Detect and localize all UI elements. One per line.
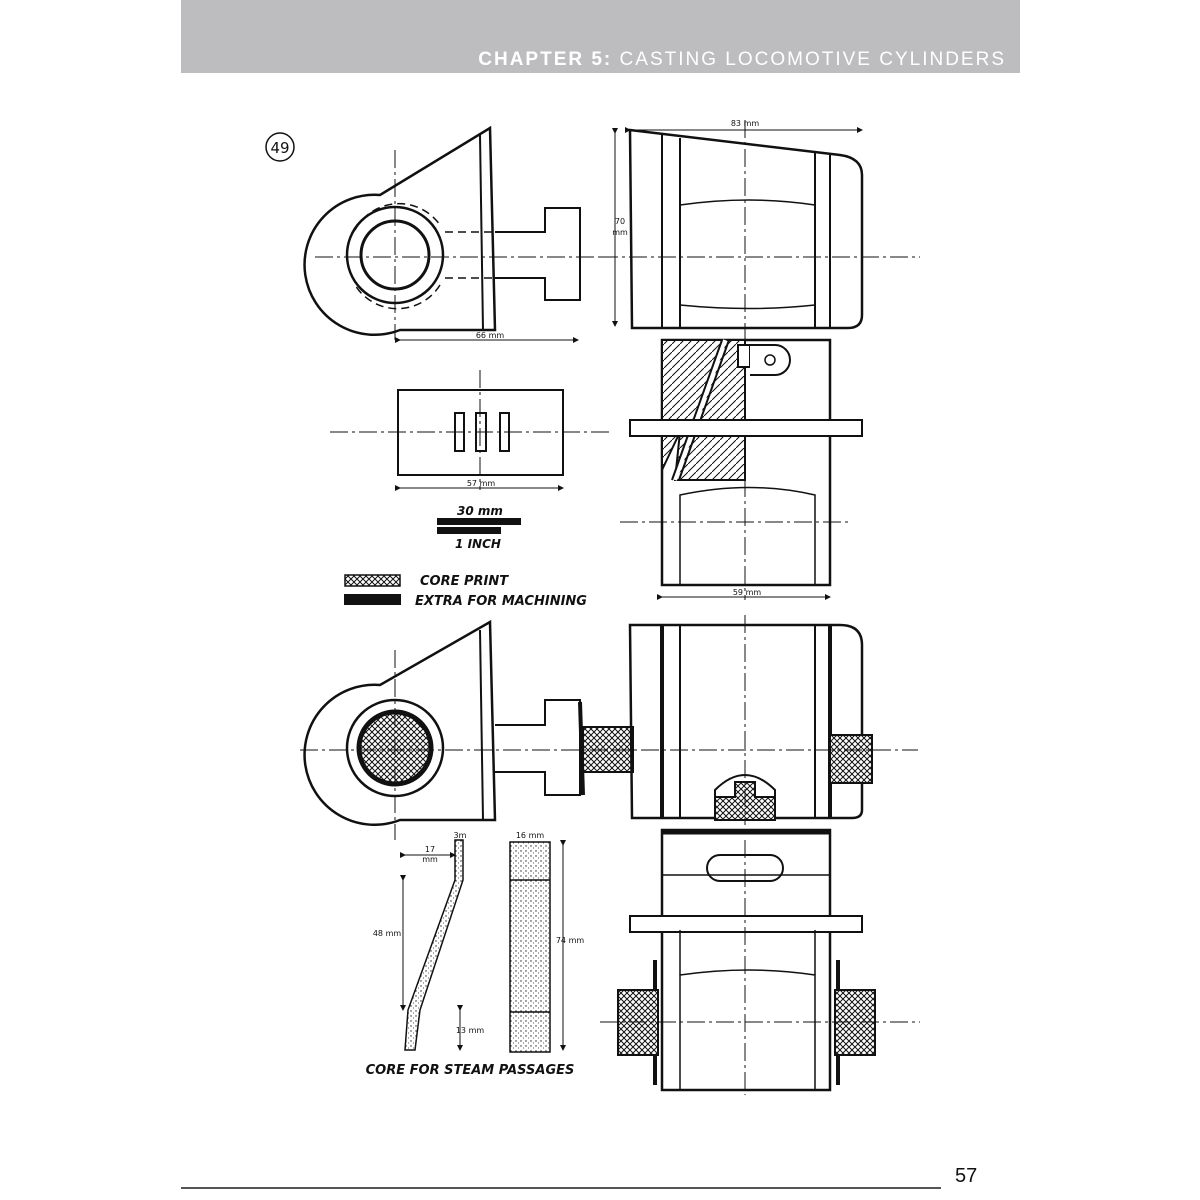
- page-number: 57: [955, 1165, 978, 1187]
- figure-number-circle: [265, 132, 295, 162]
- chapter-label: CHAPTER 5:: [478, 49, 613, 70]
- dim-plate-width: 57 mm: [467, 479, 496, 488]
- extra-machining-swatch: [344, 594, 401, 605]
- dim-core-offset-line2: mm: [422, 855, 438, 864]
- dim-core-offset-line1: 17: [425, 845, 435, 854]
- legend-extra-machining-label: EXTRA FOR MACHINING: [415, 594, 587, 609]
- dim-core-side-height: 74 mm: [556, 936, 585, 945]
- legend-core-print-label: CORE PRINT: [420, 574, 509, 589]
- dim-height-70-line1: 70: [615, 217, 625, 226]
- cylinder-end-view: [303, 125, 612, 343]
- dim-core-height: 48 mm: [373, 929, 402, 938]
- footer-rule: [181, 1187, 941, 1189]
- dim-core-top: 3m: [454, 831, 467, 840]
- sectional-view: [620, 338, 863, 600]
- scale-bar-metric: 30 mm: [457, 504, 503, 518]
- dim-core-side-width: 16 mm: [516, 831, 545, 840]
- core-print-swatch: [344, 574, 401, 587]
- figure-number: 49: [270, 139, 289, 157]
- port-face-plate: [330, 370, 612, 491]
- dim-top-width: 83 mm: [731, 119, 760, 128]
- scale-bar-imperial: 1 INCH: [455, 537, 501, 551]
- chapter-header-title: CHAPTER 5: CASTING LOCOMOTIVE CYLINDERS: [478, 49, 1006, 71]
- steam-passage-core: [400, 839, 566, 1053]
- scale-bar: [437, 518, 521, 534]
- dim-port-face-width: 59 mm: [733, 588, 762, 597]
- cylinder-side-view-cored: [612, 615, 918, 825]
- dim-front-width: 66 mm: [476, 331, 505, 340]
- cylinder-plan-view: [600, 828, 920, 1095]
- chapter-header-band: CHAPTER 5: CASTING LOCOMOTIVE CYLINDERS: [181, 0, 1020, 73]
- chapter-title: CASTING LOCOMOTIVE CYLINDERS: [619, 49, 1006, 70]
- cylinder-end-view-cored: [300, 619, 634, 840]
- cylinder-side-view: [600, 120, 920, 345]
- dim-core-bottom: 13 mm: [456, 1026, 485, 1035]
- core-caption: CORE FOR STEAM PASSAGES: [366, 1063, 575, 1078]
- dim-height-70-line2: mm: [612, 228, 628, 237]
